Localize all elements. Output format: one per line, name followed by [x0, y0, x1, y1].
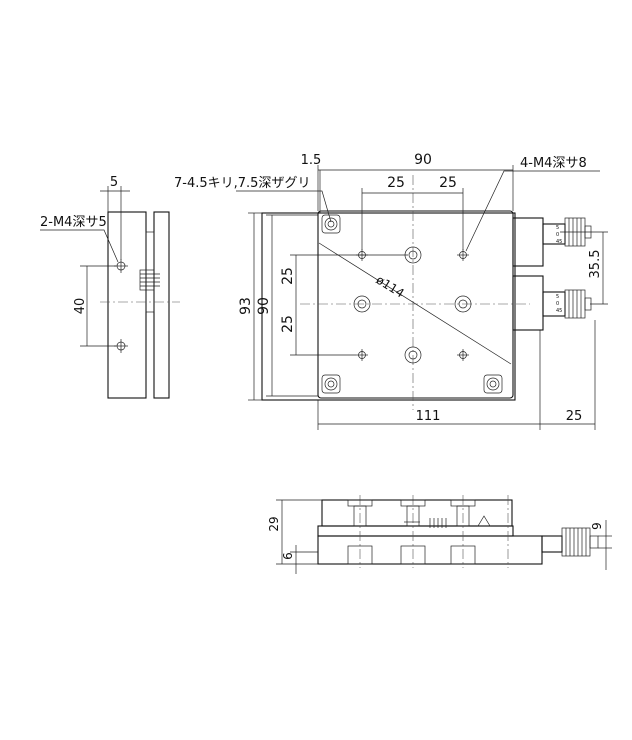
counterbore-hole: [454, 295, 472, 313]
top-view: ø114 90 1.5 25 25 7-4.5キリ,7.5深ザグリ: [174, 152, 608, 430]
side-view-knob: [139, 269, 160, 291]
dim-front-29-label: 29: [267, 516, 281, 531]
front-view: 29 6 9: [267, 495, 612, 574]
dim-v-pitch-top-label: 25: [280, 267, 296, 285]
side-tapped-hole-lower: [114, 339, 128, 353]
dim-side-40: 40: [73, 265, 116, 347]
micrometer-scale-label: 45: [556, 239, 562, 245]
callout-side-tapped-label: 2-M4深サ5: [40, 215, 107, 230]
dim-micrometer-25-label: 25: [566, 409, 583, 424]
front-view-base: [317, 535, 543, 565]
dim-offset-1-5-label: 1.5: [301, 153, 322, 168]
micrometer-upper: 5 0 45: [512, 217, 592, 267]
dim-micrometer-35-5: 35.5: [560, 231, 608, 305]
callout-tapped-top: 4-M4深サ8: [465, 156, 600, 252]
counterbore-hole: [353, 295, 371, 313]
callout-counterbore-label: 7-4.5キリ,7.5深ザグリ: [174, 176, 310, 191]
dim-pitch-right-label: 25: [439, 175, 457, 191]
top-view-table: [317, 210, 514, 399]
micrometer-scale-label: 0: [556, 232, 559, 238]
dim-base-111: 111: [317, 330, 541, 430]
front-counterbore: [347, 499, 476, 565]
corner-counterbore: [483, 374, 503, 394]
dim-front-6-label: 6: [281, 552, 295, 560]
micrometer-scale-label: 5: [556, 225, 559, 231]
top-view-base-outline: [261, 212, 516, 401]
dim-pitch-vertical: 25 25: [280, 254, 408, 356]
side-view-slide: [145, 231, 155, 313]
side-view-body: [107, 211, 147, 399]
tapped-hole: [457, 249, 469, 261]
micrometer-scale-label: 45: [556, 308, 562, 314]
tapped-hole: [356, 349, 368, 361]
dim-side-5-label: 5: [110, 175, 118, 190]
dim-height-90: 90: [256, 214, 318, 397]
side-view: 5 40 2-M4深サ5: [40, 175, 180, 399]
micrometer-scale-label: 5: [556, 294, 559, 300]
corner-counterbore: [321, 214, 341, 234]
dim-side-5: 5: [100, 175, 130, 260]
dim-micrometer-35-5-label: 35.5: [588, 250, 603, 279]
dim-micrometer-25: 25: [540, 320, 596, 430]
micrometer-lower: 5 0 45: [512, 275, 592, 331]
dim-height-93: 93: [238, 212, 262, 401]
callout-counterbore: 7-4.5キリ,7.5深ザグリ: [174, 176, 332, 223]
dim-diagonal-label: ø114: [374, 273, 407, 301]
dim-height-90-label: 90: [256, 297, 272, 315]
dim-front-29: 29: [267, 499, 322, 565]
dim-diagonal: ø114: [318, 242, 512, 365]
dim-pitch-left-label: 25: [387, 175, 405, 191]
dim-v-pitch-bottom-label: 25: [280, 315, 296, 333]
micrometer-front: [541, 527, 599, 557]
dim-front-6: 6: [281, 545, 318, 574]
callout-side-tapped: 2-M4深サ5: [40, 215, 119, 263]
side-tapped-hole-upper: [114, 259, 128, 273]
tapped-hole: [457, 349, 469, 361]
counterbore-hole: [404, 346, 422, 364]
callout-tapped-top-label: 4-M4深サ8: [520, 156, 587, 171]
dim-pitch-horizontal: 25 25: [361, 175, 464, 250]
dim-base-111-label: 111: [416, 409, 441, 424]
micrometer-scale-label: 0: [556, 301, 559, 307]
dim-offset-1-5: 1.5: [301, 153, 322, 213]
dim-side-40-label: 40: [73, 298, 88, 315]
front-lock-knob: [404, 515, 491, 528]
side-view-table: [153, 211, 170, 399]
dim-front-9: 9: [590, 520, 612, 570]
dim-width-90-label: 90: [414, 152, 432, 168]
corner-counterbore: [321, 374, 341, 394]
dim-height-93-label: 93: [238, 297, 254, 315]
dim-front-9-label: 9: [590, 522, 604, 530]
front-view-slide: [317, 525, 514, 537]
dim-width-90: 90: [317, 152, 514, 211]
